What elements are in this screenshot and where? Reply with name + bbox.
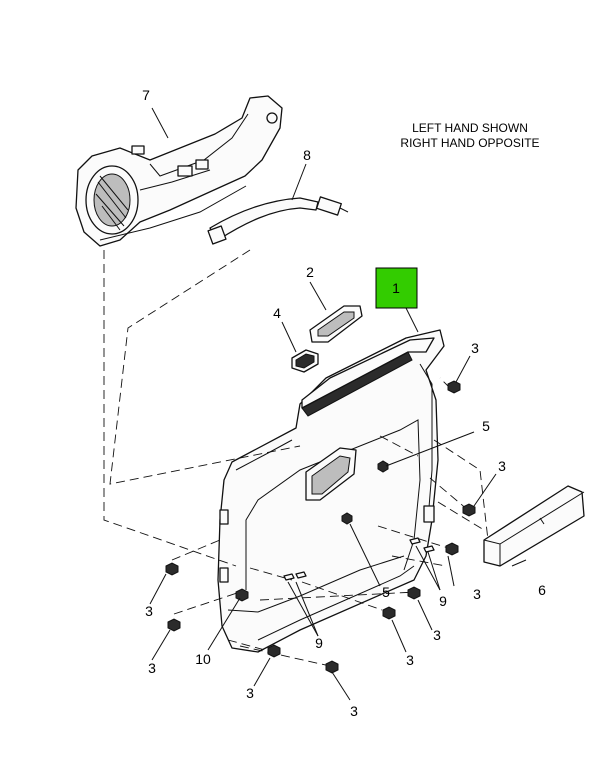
callout-3: 3 — [246, 685, 254, 701]
callout-3: 3 — [350, 703, 358, 719]
wire-harness-part[interactable] — [207, 196, 349, 245]
assembly-lines — [103, 249, 489, 667]
fastener-nut[interactable] — [165, 562, 179, 576]
push-pins[interactable] — [283, 537, 435, 581]
fastener-nut[interactable] — [462, 503, 476, 517]
callout-2: 2 — [306, 264, 314, 280]
handle-bezel-part[interactable] — [309, 305, 363, 343]
push-pin[interactable] — [409, 537, 421, 545]
fastener-nut[interactable] — [445, 542, 459, 556]
fastener-nut[interactable] — [325, 660, 339, 674]
retainer-clip[interactable] — [377, 460, 389, 473]
callout-3: 3 — [473, 586, 481, 602]
fastener-nut[interactable] — [382, 606, 396, 620]
callout-4: 4 — [273, 305, 281, 321]
switch-part[interactable] — [291, 349, 319, 373]
part-1-highlight — [375, 267, 418, 309]
leader-lines — [149, 107, 527, 701]
callout-9: 9 — [439, 593, 447, 609]
callout-3: 3 — [498, 458, 506, 474]
callout-3: 3 — [148, 660, 156, 676]
callout-3: 3 — [406, 652, 414, 668]
callout-6: 6 — [538, 582, 546, 598]
foam-block-part[interactable] — [483, 485, 585, 567]
fastener-nut[interactable] — [167, 618, 181, 632]
callout-3: 3 — [471, 340, 479, 356]
callout-9: 9 — [315, 635, 323, 651]
fastener-nut[interactable] — [447, 380, 461, 394]
fastener-nut[interactable] — [407, 586, 421, 600]
callout-10: 10 — [195, 651, 211, 667]
push-pin[interactable] — [423, 545, 435, 553]
callout-8: 8 — [303, 147, 311, 163]
fastener-nut[interactable] — [235, 588, 249, 602]
push-pin[interactable] — [295, 571, 307, 579]
retainer-clips[interactable] — [341, 460, 389, 525]
fastener-nuts[interactable] — [165, 380, 476, 674]
retainer-clip[interactable] — [341, 512, 353, 525]
callout-5: 5 — [482, 418, 490, 434]
orientation-note: LEFT HAND SHOWN RIGHT HAND OPPOSITE — [380, 121, 560, 151]
callout-3: 3 — [433, 627, 441, 643]
push-pin[interactable] — [283, 573, 295, 581]
orientation-note-line-2: RIGHT HAND OPPOSITE — [400, 136, 540, 150]
fastener-nut[interactable] — [267, 644, 281, 658]
callout-labels: 1 2 4 7 8 3 5 3 6 5 9 3 3 3 9 3 3 10 3 3 — [142, 87, 546, 719]
door-trim-panel-part[interactable] — [217, 329, 445, 653]
orientation-note-line-1: LEFT HAND SHOWN — [412, 121, 528, 135]
callout-5: 5 — [382, 584, 390, 600]
callout-7: 7 — [142, 87, 150, 103]
callout-1: 1 — [392, 280, 400, 296]
callout-3: 3 — [145, 603, 153, 619]
speaker-housing-part[interactable] — [75, 95, 283, 247]
